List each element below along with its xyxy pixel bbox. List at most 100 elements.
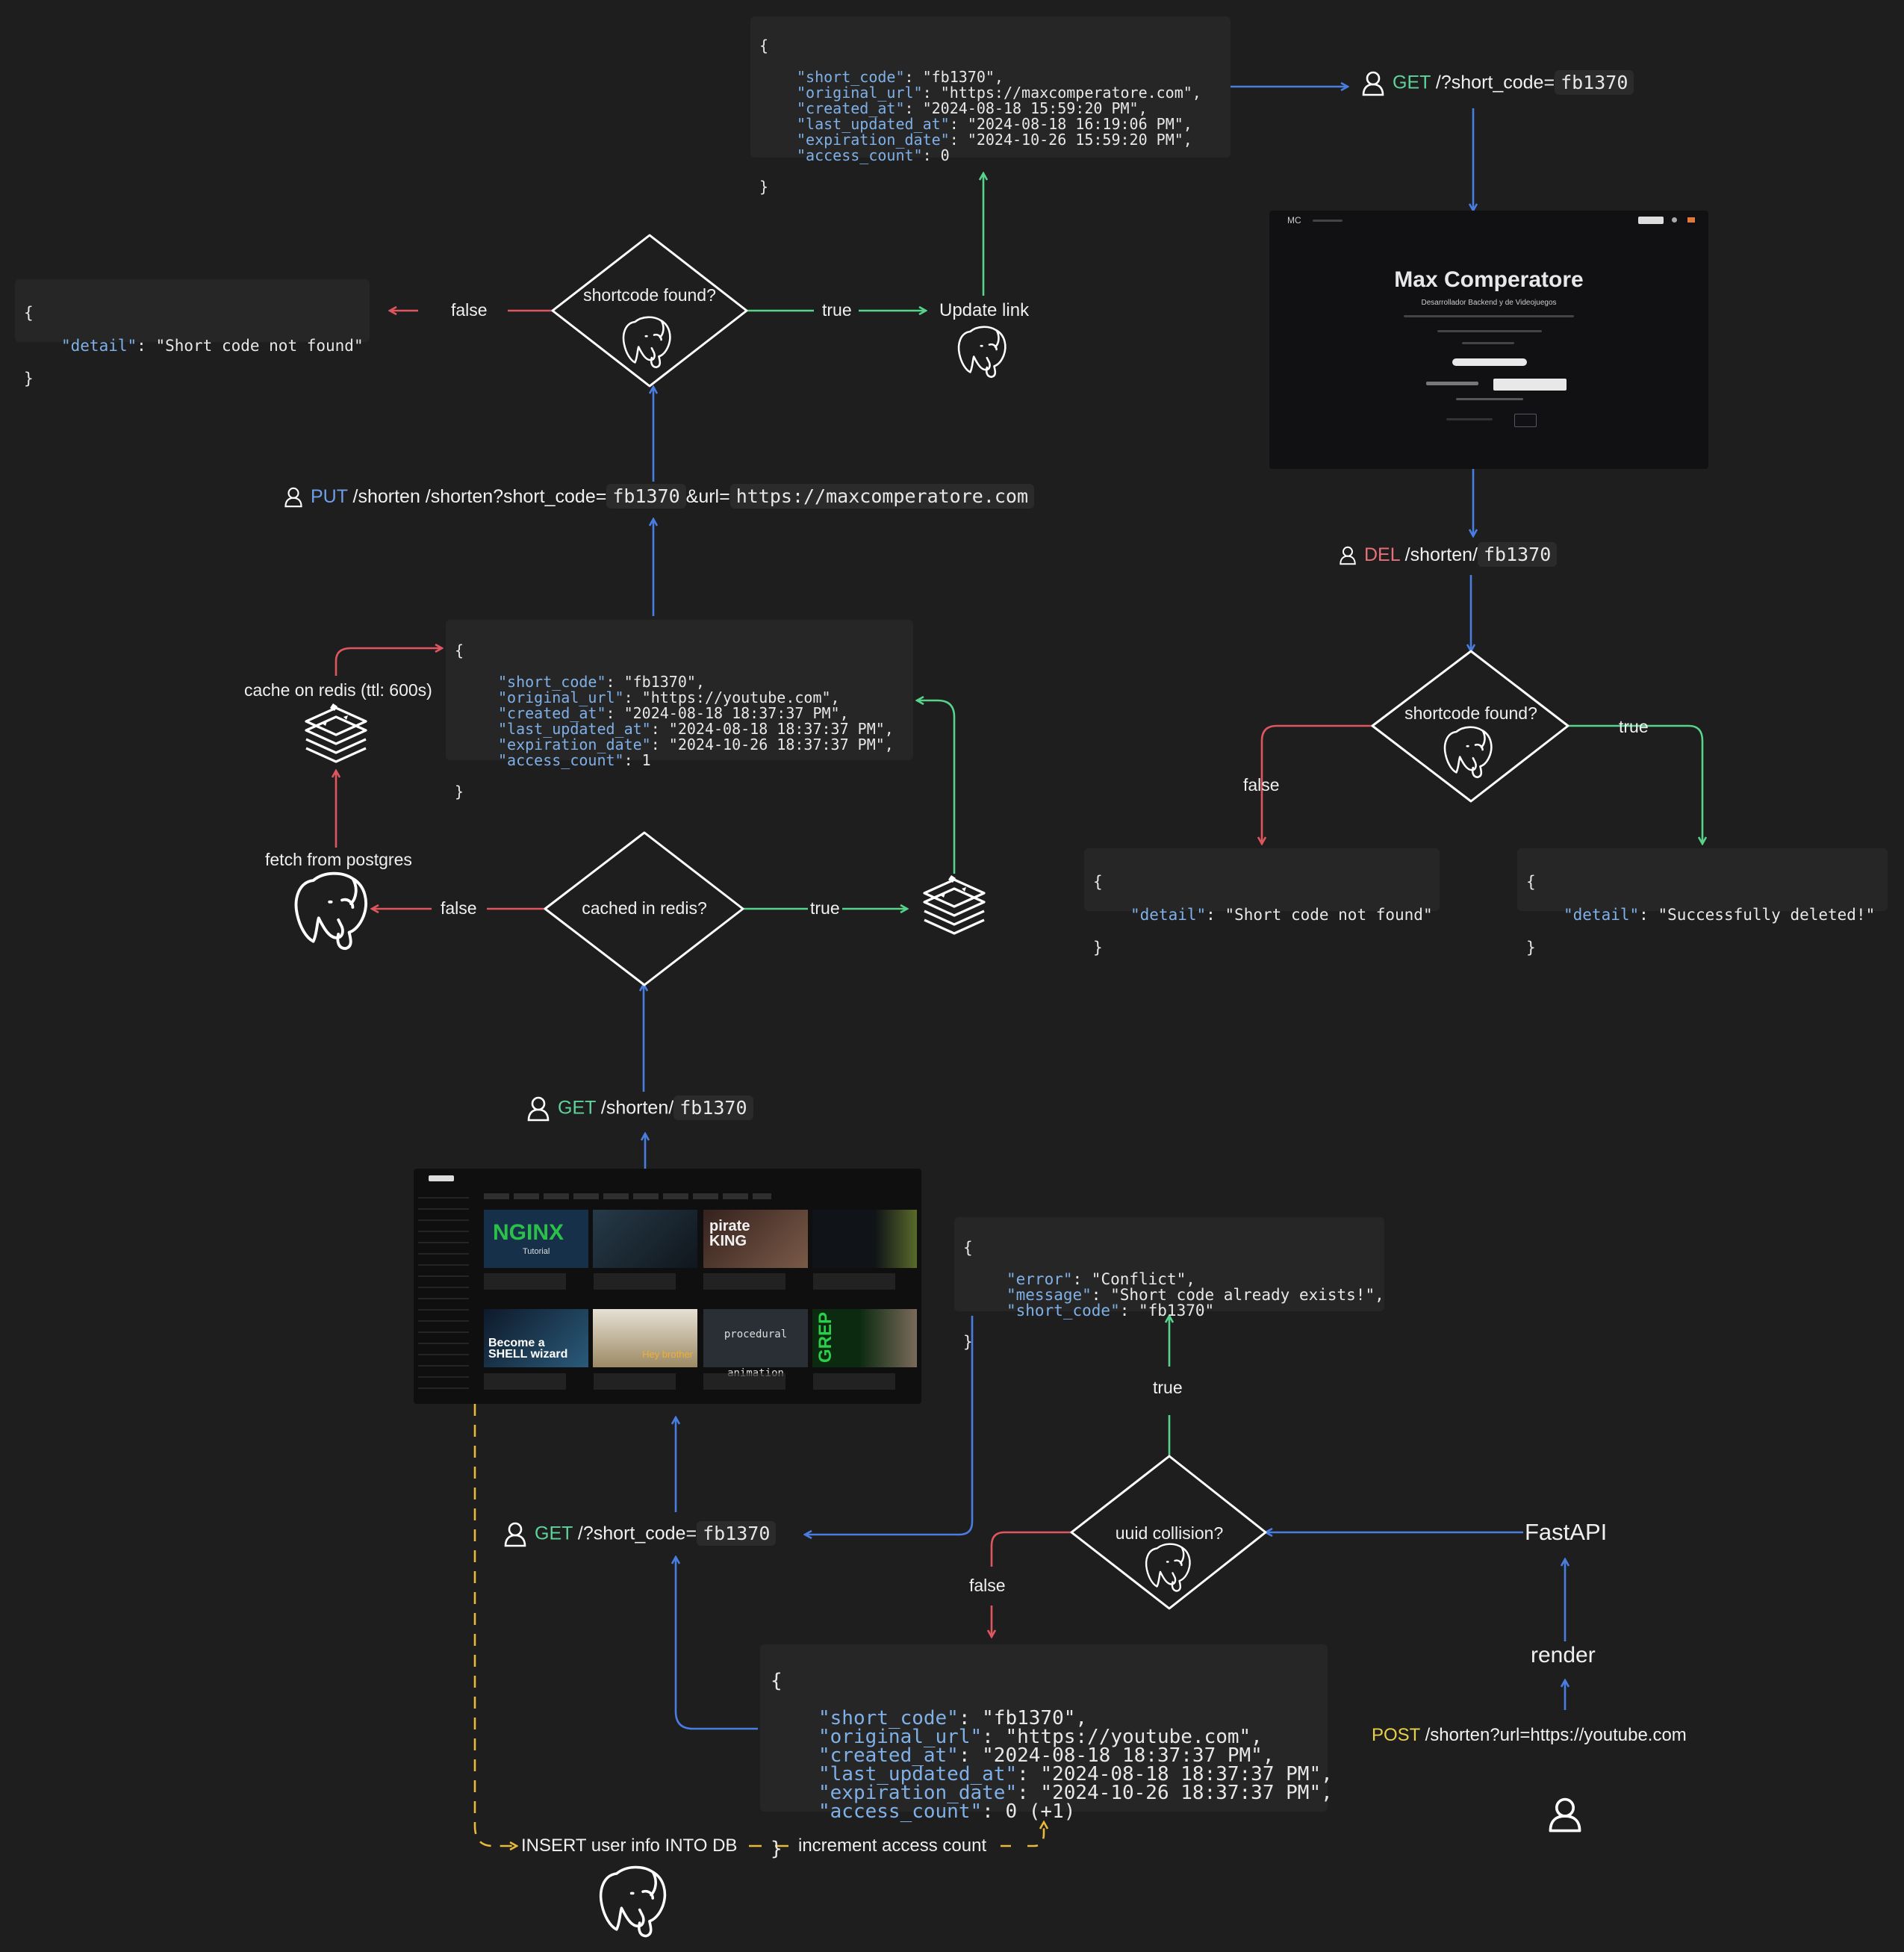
get-shorten-request: GET /shorten/fb1370 <box>526 1095 753 1122</box>
decision-del-question: shortcode found? <box>1404 703 1537 723</box>
json-line: "created_at": "2024-08-18 18:37:37 PM", <box>498 704 849 722</box>
user-icon <box>1549 1797 1581 1833</box>
yt-thumb-3: pirate KING <box>703 1210 808 1268</box>
get-request-top: GET /?short_code=fb1370 <box>1361 69 1634 96</box>
yt-thumb-8: GREP <box>812 1309 917 1367</box>
site-contact-button <box>1638 217 1664 224</box>
site-phone-line <box>1462 342 1514 344</box>
site-subtitle: Desarrollador Backend y de Videojuegos <box>1421 299 1557 307</box>
json-line: "created_at": "2024-08-18 18:37:37 PM", <box>818 1744 1275 1767</box>
arrow-cache-to-json <box>335 648 442 676</box>
arrow-json-to-get-bottom <box>676 1557 758 1730</box>
json-line: "expiration_date": "2024-10-26 18:37:37 … <box>498 736 894 753</box>
site-theme-icon <box>1672 217 1677 223</box>
del-false-label: false <box>1243 775 1280 795</box>
site-input-line <box>1446 418 1493 420</box>
put-request: PUT /shorten /shorten?short_code=fb1370&… <box>284 484 1035 509</box>
json-line: "expiration_date": "2024-10-26 18:37:37 … <box>818 1782 1333 1804</box>
site-desc-line <box>1404 315 1574 317</box>
yt-sidebar <box>418 1190 469 1399</box>
yt-logo <box>429 1175 454 1181</box>
postgres-elephant-icon <box>957 326 1007 379</box>
cache-on-redis-label: cache on redis (ttl: 600s) <box>244 680 432 700</box>
uuid-false-label: false <box>969 1576 1006 1595</box>
json-line: "short_code": "fb1370", <box>797 68 1004 86</box>
render-label: render <box>1531 1643 1596 1667</box>
decision-cache-question: cached in redis? <box>582 898 707 918</box>
decision-uuid-question: uuid collision? <box>1115 1523 1224 1543</box>
site-email-line <box>1456 398 1523 400</box>
json-line: "original_url": "https://youtube.com", <box>818 1726 1263 1748</box>
site-title: Max Comperatore <box>1394 267 1584 292</box>
site-send-button <box>1514 414 1537 427</box>
user-icon <box>1340 547 1356 565</box>
update-link-label: Update link <box>939 300 1030 320</box>
arrow-conflict-to-get <box>805 1316 974 1535</box>
get-request-bottom: GET /?short_code=fb1370 <box>503 1520 777 1547</box>
yt-thumb-7: procedural animation <box>703 1309 808 1379</box>
json-line: "last_updated_at": "2024-08-18 16:19:06 … <box>797 115 1192 133</box>
del-true-label: true <box>1619 717 1649 736</box>
json-line: "short_code": "fb1370" <box>1007 1302 1215 1320</box>
yt-chips <box>484 1193 771 1199</box>
brace-open: { <box>759 37 769 55</box>
user-icon <box>527 1096 550 1122</box>
user-icon <box>504 1522 526 1547</box>
fetch-from-postgres-label: fetch from postgres <box>265 850 412 869</box>
decision-uuid-collision <box>1070 1455 1267 1610</box>
decision-cached-in-redis <box>544 831 744 986</box>
json-mid-response: { "short_code": "fb1370","original_url":… <box>446 620 913 800</box>
json-line: "last_updated_at": "2024-08-18 18:37:37 … <box>818 1763 1333 1785</box>
site-nav-dots <box>1313 220 1343 222</box>
json-line: "expiration_date": "2024-10-26 15:59:20 … <box>797 131 1192 149</box>
site-available-badge <box>1452 358 1527 366</box>
put-false-label: false <box>451 300 488 320</box>
decision-put-question: shortcode found? <box>583 285 716 305</box>
fastapi-label: FastAPI <box>1525 1519 1608 1545</box>
json-line: "original_url": "https://youtube.com", <box>498 689 840 706</box>
json-del-not-found: { "detail": "Short code not found" } <box>1084 848 1440 956</box>
site-logo: MC <box>1287 215 1301 226</box>
json-line: "short_code": "fb1370", <box>498 673 705 691</box>
arrow-del-true <box>1568 724 1702 844</box>
arrow-del-false <box>1262 724 1372 844</box>
website-screenshot: MC Max Comperatore Desarrollador Backend… <box>1269 211 1708 469</box>
cache-true-label: true <box>810 898 840 918</box>
dashed-increment-to-json <box>1001 1822 1044 1847</box>
decision-del-shortcode-found <box>1371 650 1569 803</box>
json-line: "created_at": "2024-08-18 15:59:20 PM", <box>797 99 1148 117</box>
json-top-response: { "short_code": "fb1370","original_url":… <box>750 16 1231 195</box>
json-line: "access_count": 0 <box>797 146 950 164</box>
redis-stack-icon <box>923 874 986 935</box>
cache-false-label: false <box>441 898 477 918</box>
postgres-elephant-icon <box>599 1865 667 1938</box>
json-not-found-left: { "detail": "Short code not found" } <box>15 279 370 387</box>
yt-meta-row-1 <box>484 1273 917 1290</box>
postgres-elephant-icon <box>294 871 367 951</box>
user-icon <box>284 488 302 508</box>
redis-stack-icon <box>305 702 367 763</box>
json-conflict: { "error": "Conflict","message": "Short … <box>954 1217 1384 1350</box>
yt-thumb-5: Become a SHELL wizard <box>484 1309 588 1367</box>
site-flag-icon <box>1687 217 1695 223</box>
json-line: "access_count": 1 <box>498 751 651 769</box>
del-request: DEL /shorten/fb1370 <box>1339 542 1558 567</box>
site-contact-cta <box>1493 379 1567 391</box>
arrow-uuid-false <box>992 1531 1071 1637</box>
yt-thumb-2 <box>593 1210 697 1268</box>
insert-user-info-label: INSERT user info INTO DB <box>521 1836 738 1856</box>
json-del-success: { "detail": "Successfully deleted!" } <box>1517 848 1888 956</box>
uuid-true-label: true <box>1153 1378 1183 1397</box>
yt-thumb-6: Hey brother <box>593 1309 697 1367</box>
increment-access-count-label: increment access count <box>798 1836 987 1856</box>
dashed-yt-to-insert <box>473 1404 517 1846</box>
brace-close: } <box>759 178 769 196</box>
yt-thumb-4 <box>812 1210 917 1268</box>
yt-thumb-1: NGINX Tutorial <box>484 1210 588 1268</box>
json-line: "short_code": "fb1370", <box>818 1707 1088 1729</box>
json-bottom-response: { "short_code": "fb1370","original_url":… <box>760 1644 1333 1859</box>
youtube-screenshot: NGINX Tutorial pirate KING Become a SHEL… <box>414 1169 921 1404</box>
yt-meta-row-2 <box>484 1373 917 1390</box>
post-request: POST /shorten?url=https://youtube.com <box>1372 1725 1687 1745</box>
